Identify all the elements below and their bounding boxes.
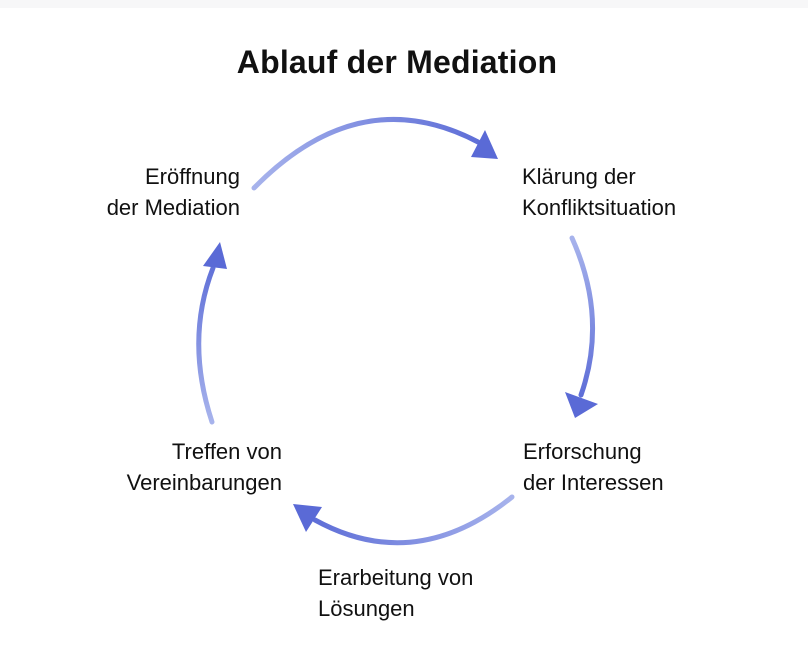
stage-label-line: Erforschung <box>523 439 642 464</box>
stage-label-line: Erarbeitung von <box>318 565 474 590</box>
stage-eroeffnung: Eröffnung der Mediation <box>70 161 240 223</box>
arrow-icon <box>312 494 515 546</box>
arrow-icon <box>251 116 481 191</box>
cycle-arrow-4 <box>196 242 227 425</box>
arrowhead-icon <box>565 392 598 418</box>
arrow-icon <box>569 235 596 398</box>
stage-label-line: Lösungen <box>318 596 415 621</box>
stage-erarbeitung: Erarbeitung von Lösungen <box>318 562 578 624</box>
stage-klaerung: Klärung der Konfliktsituation <box>522 161 772 223</box>
stage-label-line: der Interessen <box>523 470 664 495</box>
cycle-arrow-1 <box>251 116 498 191</box>
stage-label-line: Treffen von <box>171 439 282 464</box>
stage-label-line: Konfliktsituation <box>522 195 677 220</box>
stage-label-line: der Mediation <box>106 195 240 220</box>
arrowhead-icon <box>293 504 322 532</box>
cycle-arrow-3 <box>293 494 515 546</box>
cycle-arrow-2 <box>565 235 598 418</box>
arrow-icon <box>196 265 216 425</box>
top-strip <box>0 0 808 8</box>
stage-erforschung: Erforschung der Interessen <box>523 436 773 498</box>
arrowhead-icon <box>471 130 498 159</box>
arrowhead-icon <box>203 242 227 269</box>
stage-label-line: Eröffnung <box>144 164 240 189</box>
diagram-title: Ablauf der Mediation <box>236 44 558 80</box>
stage-label-line: Vereinbarungen <box>126 470 282 495</box>
stage-label-line: Klärung der <box>522 164 636 189</box>
stage-treffen: Treffen von Vereinbarungen <box>60 436 282 498</box>
